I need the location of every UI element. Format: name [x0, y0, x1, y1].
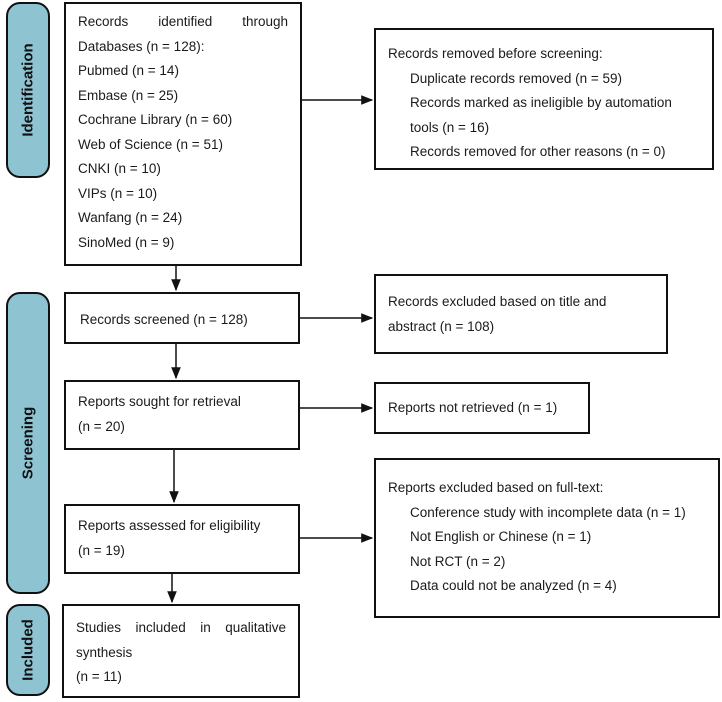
records-excluded-title-box: Records excluded based on title and abst… — [374, 274, 668, 354]
source-item: VIPs (n = 10) — [78, 185, 158, 201]
source-item: Pubmed (n = 14) — [78, 63, 179, 78]
source-item: Cochrane Library (n = 60) — [78, 112, 233, 127]
records-identified-box: Records identified through Databases (n … — [64, 2, 302, 266]
removed-item: tools (n = 16) — [410, 119, 490, 135]
included-line-1: Studies included in qualitative — [76, 620, 286, 635]
reports-assessed-box: Reports assessed for eligibility (n = 19… — [64, 504, 300, 574]
identified-line-1: Records identified through — [78, 14, 288, 29]
assessed-line-2: (n = 19) — [78, 542, 125, 558]
source-item: Wanfang (n = 24) — [78, 210, 183, 225]
removed-title: Records removed before screening: — [388, 46, 603, 61]
phase-screening: Screening — [6, 292, 50, 594]
fulltext-item: Conference study with incomplete data (n… — [410, 504, 686, 520]
removed-item: Records marked as ineligible by automati… — [410, 95, 672, 110]
assessed-line-1: Reports assessed for eligibility — [78, 518, 261, 533]
excluded-title-line-1: Records excluded based on title and — [388, 294, 607, 309]
screened-text: Records screened (n = 128) — [80, 312, 248, 327]
reports-sought-box: Reports sought for retrieval (n = 20) — [64, 380, 300, 450]
records-removed-box: Records removed before screening: Duplic… — [374, 28, 714, 170]
removed-item: Records removed for other reasons (n = 0… — [410, 144, 666, 159]
source-item: SinoMed (n = 9) — [78, 234, 175, 250]
source-item: Embase (n = 25) — [78, 87, 179, 103]
phase-included: Included — [6, 604, 50, 696]
studies-included-box: Studies included in qualitative synthesi… — [62, 604, 300, 698]
reports-excluded-fulltext-box: Reports excluded based on full-text: Con… — [374, 458, 720, 618]
included-line-3: (n = 11) — [76, 669, 122, 684]
identified-line-2: Databases (n = 128): — [78, 38, 205, 54]
excluded-title-line-2: abstract (n = 108) — [388, 318, 495, 334]
source-item: Web of Science (n = 51) — [78, 136, 223, 152]
sought-line-1: Reports sought for retrieval — [78, 394, 241, 409]
fulltext-title: Reports excluded based on full-text: — [388, 480, 604, 495]
source-item: CNKI (n = 10) — [78, 161, 161, 176]
removed-item: Duplicate records removed (n = 59) — [410, 70, 622, 86]
not-retrieved-text: Reports not retrieved (n = 1) — [388, 400, 558, 415]
included-line-2: synthesis — [76, 644, 133, 660]
fulltext-item: Not RCT (n = 2) — [410, 553, 506, 569]
phase-identification: Identification — [6, 2, 50, 178]
sought-line-2: (n = 20) — [78, 418, 125, 434]
fulltext-item: Data could not be analyzed (n = 4) — [410, 578, 617, 593]
records-screened-box: Records screened (n = 128) — [64, 292, 300, 344]
reports-not-retrieved-box: Reports not retrieved (n = 1) — [374, 382, 590, 434]
fulltext-item: Not English or Chinese (n = 1) — [410, 529, 592, 544]
